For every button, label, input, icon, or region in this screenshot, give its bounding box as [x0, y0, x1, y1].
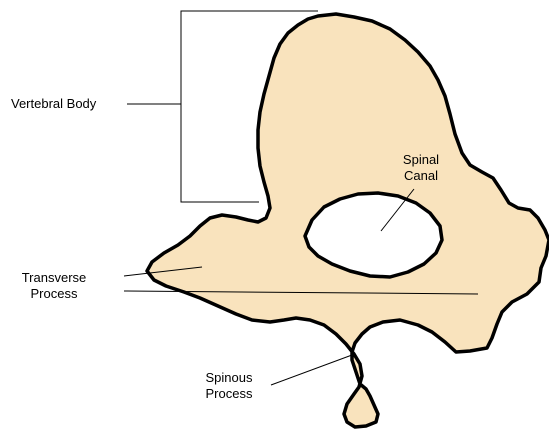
spinous-process-leader: [271, 355, 352, 385]
spinal-canal-label: Spinal Canal: [392, 152, 450, 184]
vertebral-body-label: Vertebral Body: [11, 96, 96, 112]
transverse-process-label: Transverse Process: [14, 270, 94, 302]
spinous-process-label: Spinous Process: [194, 370, 264, 402]
